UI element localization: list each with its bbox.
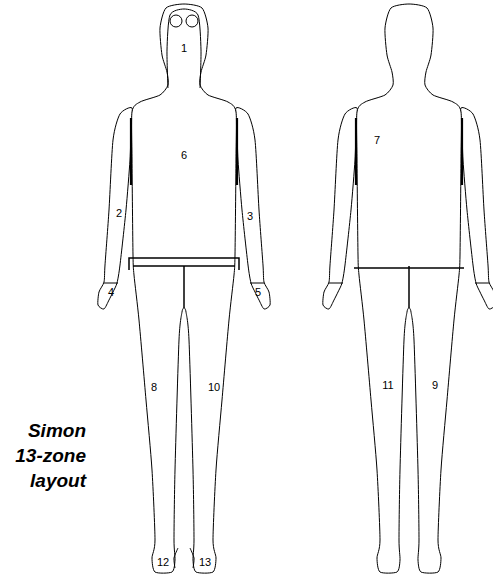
eye-hole — [170, 15, 182, 27]
wrist-seam — [475, 283, 489, 284]
figure-caption: Simon 13-zone layout — [2, 418, 86, 493]
zone-seam — [236, 118, 238, 185]
zone-number: 6 — [181, 149, 187, 161]
body-outline — [357, 4, 462, 573]
zone-number: 11 — [382, 379, 393, 391]
zone-seam — [130, 118, 132, 185]
zone-number: 12 — [157, 556, 169, 568]
wrist-seam — [104, 283, 118, 284]
front-view — [98, 4, 270, 573]
zone-number: 4 — [108, 286, 114, 298]
hood-outline — [167, 9, 201, 88]
zone-number: 3 — [247, 210, 253, 222]
zone-seam — [355, 118, 357, 185]
zone-number: 13 — [199, 556, 211, 568]
arm-outline — [236, 108, 271, 310]
arm-outline — [323, 108, 358, 310]
back-view — [323, 4, 493, 573]
eye-hole — [186, 15, 198, 27]
foot-mark — [190, 548, 194, 568]
wrist-seam — [250, 283, 264, 284]
zone-number: 7 — [374, 134, 380, 146]
zone-number: 2 — [116, 207, 122, 219]
zone-number: 5 — [255, 286, 261, 298]
zone-number: 9 — [432, 379, 438, 391]
zone-number: 8 — [151, 381, 157, 393]
arm-outline — [98, 108, 133, 310]
arm-outline — [461, 108, 493, 310]
wrist-seam — [329, 283, 343, 284]
leg-seam — [408, 266, 410, 308]
body-outline — [132, 4, 237, 573]
leg-seam — [183, 266, 185, 308]
foot-mark — [174, 548, 178, 568]
zone-number: 10 — [208, 381, 220, 393]
zone-seam — [461, 118, 463, 185]
zone-number: 1 — [181, 42, 187, 54]
